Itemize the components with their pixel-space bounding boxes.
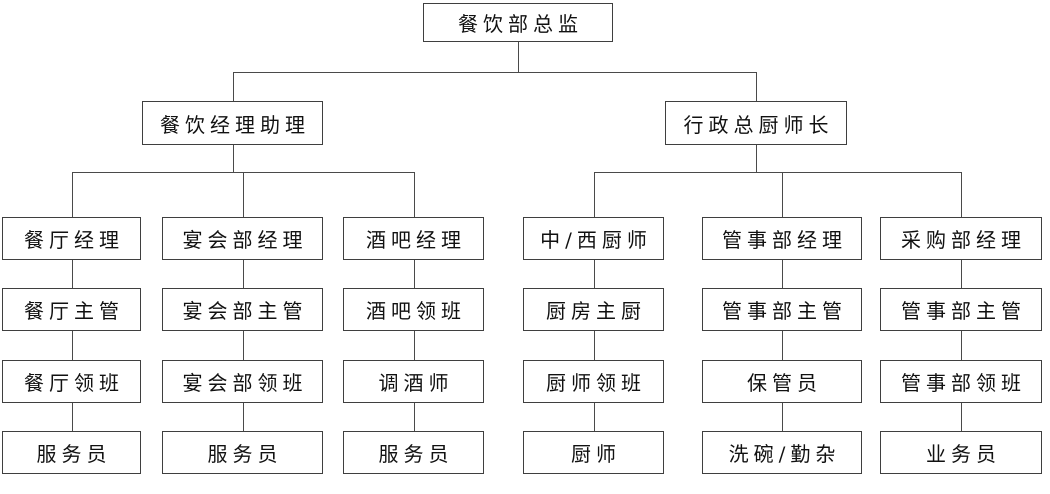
- connector-vertical-line: [414, 172, 415, 217]
- org-node: 管事部主管: [702, 288, 862, 331]
- connector-vertical-line: [72, 172, 73, 217]
- org-node: 厨房主厨: [523, 288, 664, 331]
- org-node: 厨师领班: [523, 360, 664, 403]
- org-node: 餐厅领班: [2, 360, 141, 403]
- org-node: 管事部经理: [702, 217, 862, 260]
- connector-vertical-line: [594, 172, 595, 217]
- org-node-root: 餐饮部总监: [423, 3, 613, 42]
- connector-vertical-line: [72, 260, 73, 288]
- org-node: 服务员: [343, 431, 484, 474]
- org-node: 保管员: [702, 360, 862, 403]
- connector-vertical-line: [782, 331, 783, 360]
- connector-vertical-line: [756, 72, 757, 101]
- connector-vertical-line: [243, 260, 244, 288]
- org-node: 管事部领班: [880, 360, 1042, 403]
- org-node: 餐厅经理: [2, 217, 141, 260]
- connector-vertical-line: [243, 172, 244, 217]
- org-node-branch: 行政总厨师长: [665, 101, 847, 145]
- connector-vertical-line: [961, 403, 962, 431]
- org-node: 酒吧领班: [343, 288, 484, 331]
- org-node: 宴会部主管: [162, 288, 323, 331]
- org-node: 酒吧经理: [343, 217, 484, 260]
- org-node: 宴会部经理: [162, 217, 323, 260]
- connector-vertical-line: [961, 260, 962, 288]
- connector-vertical-line: [414, 331, 415, 360]
- connector-vertical-line: [414, 403, 415, 431]
- connector-vertical-line: [782, 260, 783, 288]
- connector-vertical-line: [414, 260, 415, 288]
- connector-vertical-line: [782, 172, 783, 217]
- org-node: 管事部主管: [880, 288, 1042, 331]
- org-node-branch: 餐饮经理助理: [142, 101, 323, 145]
- connector-vertical-line: [756, 145, 757, 172]
- org-node: 洗碗/勤杂: [702, 431, 862, 474]
- org-node: 宴会部领班: [162, 360, 323, 403]
- org-node: 餐厅主管: [2, 288, 141, 331]
- connector-vertical-line: [243, 403, 244, 431]
- org-node: 服务员: [2, 431, 141, 474]
- connector-vertical-line: [782, 403, 783, 431]
- connector-vertical-line: [594, 260, 595, 288]
- org-node: 服务员: [162, 431, 323, 474]
- connector-horizontal-line: [594, 172, 962, 173]
- connector-vertical-line: [243, 331, 244, 360]
- connector-vertical-line: [594, 331, 595, 360]
- connector-vertical-line: [961, 331, 962, 360]
- connector-vertical-line: [233, 72, 234, 101]
- org-node: 业务员: [880, 431, 1042, 474]
- connector-vertical-line: [72, 403, 73, 431]
- org-node: 采购部经理: [880, 217, 1042, 260]
- org-node: 调酒师: [343, 360, 484, 403]
- connector-vertical-line: [594, 403, 595, 431]
- connector-vertical-line: [961, 172, 962, 217]
- connector-vertical-line: [233, 145, 234, 172]
- connector-horizontal-line: [233, 72, 757, 73]
- org-node: 厨师: [523, 431, 664, 474]
- connector-vertical-line: [518, 42, 519, 72]
- connector-vertical-line: [72, 331, 73, 360]
- org-node: 中/西厨师: [523, 217, 664, 260]
